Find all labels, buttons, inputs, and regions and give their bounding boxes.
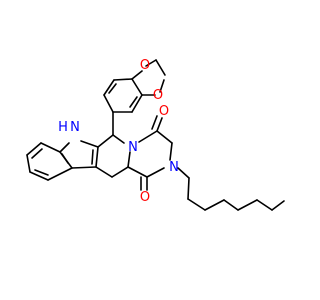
bond (127, 151, 131, 168)
bond (113, 78, 133, 81)
bond (151, 115, 158, 130)
bond (95, 146, 99, 168)
bond (187, 177, 190, 200)
bond (156, 117, 163, 132)
bond (71, 166, 97, 169)
bond (34, 169, 49, 176)
bond (131, 78, 143, 96)
nh-h-label: H (58, 120, 68, 135)
structure-canvas: H N N N O O O O (26, 58, 285, 211)
bond (40, 142, 61, 153)
n-octyl-label: N (169, 160, 179, 175)
bond (177, 167, 190, 179)
oxygen-dioxole-upper-label: O (140, 58, 150, 73)
oxygen-top-carbonyl-label: O (159, 104, 169, 119)
bond (108, 83, 117, 94)
bond (103, 94, 114, 113)
bond (159, 79, 165, 93)
bond (111, 166, 129, 178)
bond (146, 167, 165, 178)
bond (204, 199, 225, 211)
bond (237, 199, 258, 211)
bond (29, 171, 49, 181)
bond (138, 130, 158, 143)
oxygen-dioxole-lower-label: O (153, 88, 163, 103)
bond (112, 134, 125, 144)
bond (155, 59, 166, 76)
bond (95, 166, 113, 178)
bond (59, 142, 70, 153)
bond (129, 96, 138, 108)
bond (156, 130, 173, 144)
bond (47, 167, 73, 181)
bond (256, 199, 273, 211)
bond (145, 59, 157, 67)
bond (223, 199, 239, 211)
bond (61, 153, 69, 164)
bond (26, 154, 31, 173)
bond (91, 149, 94, 165)
bond (127, 166, 148, 178)
bonds (26, 59, 285, 211)
bond (131, 70, 143, 80)
atom-labels: H N N N O O O O (58, 58, 179, 205)
bond (169, 142, 173, 161)
bond (31, 148, 43, 159)
bond (271, 200, 285, 211)
n-piperazine-label: N (128, 140, 138, 155)
oxygen-bottom-carbonyl-label: O (140, 190, 150, 205)
bond (97, 134, 114, 148)
bond (131, 94, 143, 113)
bond (103, 79, 115, 96)
bond (80, 140, 99, 148)
bond (187, 198, 206, 211)
nh-n-label: N (70, 120, 80, 135)
bond (26, 142, 42, 156)
